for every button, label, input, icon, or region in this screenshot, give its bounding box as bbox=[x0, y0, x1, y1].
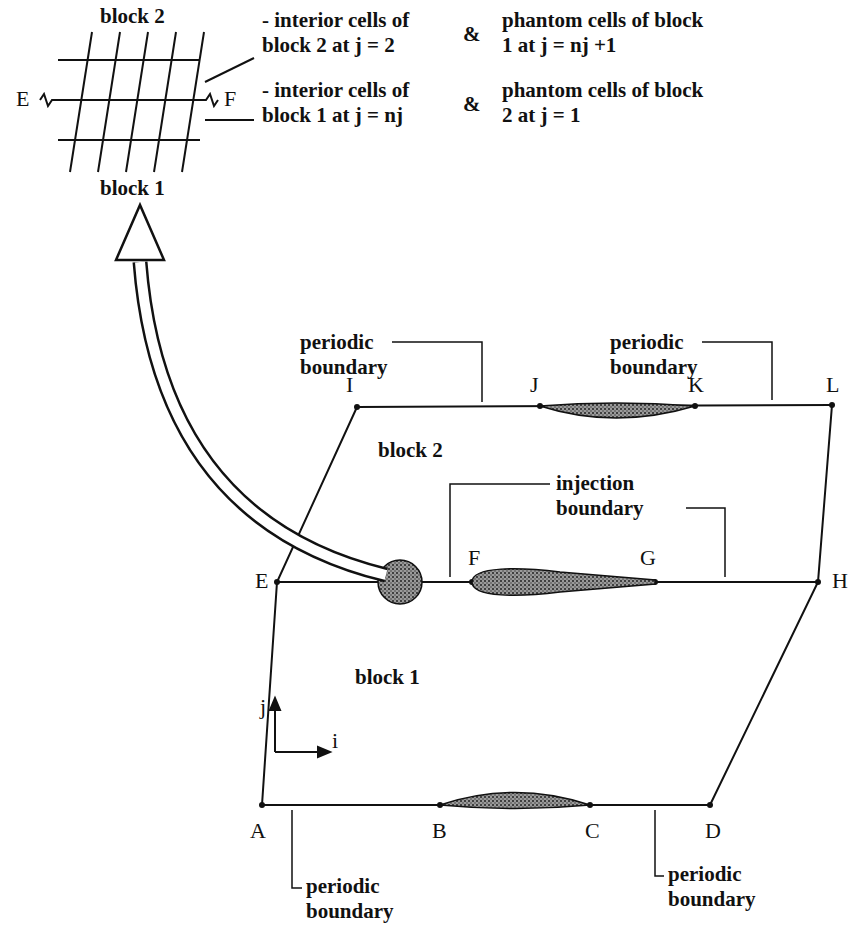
point-label: J bbox=[530, 372, 539, 397]
label: phantom cells of block 1 at j = nj +1 bbox=[502, 8, 712, 58]
point-label: D bbox=[705, 818, 721, 843]
label: & bbox=[463, 92, 481, 117]
point-label: H bbox=[832, 568, 848, 593]
point-label: B bbox=[432, 818, 447, 843]
label: injection boundary bbox=[556, 471, 682, 521]
inset-grid bbox=[40, 32, 254, 172]
leader-lines bbox=[292, 342, 772, 888]
point-label: E bbox=[16, 86, 29, 111]
zoom-arrow bbox=[116, 205, 386, 575]
axes bbox=[270, 698, 330, 757]
point-label: L bbox=[826, 372, 839, 397]
point-label: G bbox=[640, 545, 656, 570]
label: - interior cells of block 2 at j = 2 bbox=[262, 8, 452, 58]
point-label: C bbox=[585, 818, 600, 843]
point-label: j bbox=[260, 694, 266, 719]
label: block 2 bbox=[378, 438, 443, 463]
point-label: F bbox=[224, 86, 236, 111]
label: & bbox=[463, 22, 481, 47]
label: - interior cells of block 1 at j = nj bbox=[262, 78, 452, 128]
domain-outline bbox=[262, 405, 832, 805]
point-label: F bbox=[468, 545, 480, 570]
label: block 2 bbox=[100, 4, 165, 29]
point-label: I bbox=[346, 372, 353, 397]
label: periodic boundary bbox=[306, 874, 406, 924]
label: periodic boundary bbox=[668, 862, 768, 912]
point-label: A bbox=[250, 818, 266, 843]
label: block 1 bbox=[100, 176, 165, 201]
point-label: E bbox=[255, 568, 268, 593]
label: block 1 bbox=[355, 665, 420, 690]
corner-dots bbox=[259, 402, 835, 808]
airfoils bbox=[378, 403, 695, 809]
point-label: i bbox=[332, 728, 338, 753]
label: phantom cells of block 2 at j = 1 bbox=[502, 78, 712, 128]
point-label: K bbox=[688, 372, 704, 397]
